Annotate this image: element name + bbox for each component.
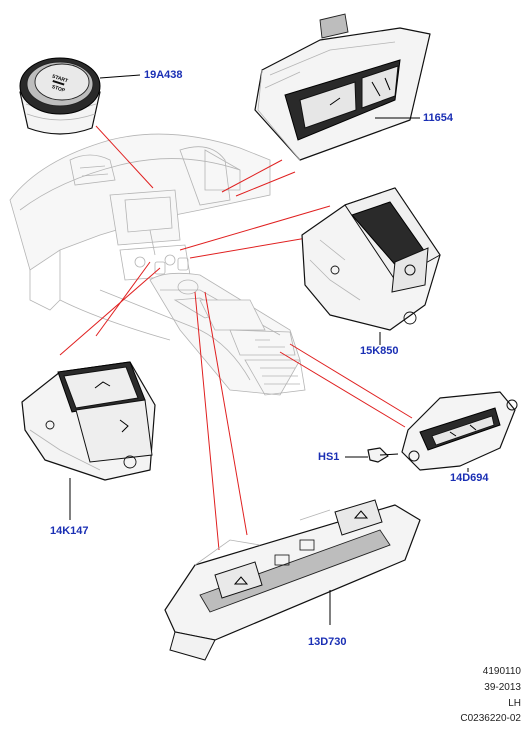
switch-14d694: [401, 391, 518, 471]
switch-pack-11654: [254, 13, 431, 161]
stop-label: STOP: [51, 84, 66, 94]
callout-11654: 11654: [423, 112, 453, 124]
footer-figure-id: C0236220-02: [460, 713, 521, 724]
footer-date-code: 39-2013: [484, 682, 521, 693]
callout-19a438: 19A438: [144, 69, 183, 81]
callout-15k850: 15K850: [360, 345, 399, 357]
switch-pack-13d730: [164, 499, 421, 661]
switch-15k850: [301, 187, 441, 331]
callout-hs1: HS1: [318, 451, 340, 463]
footer-hand: LH: [508, 698, 521, 709]
screw-hs1: [367, 447, 399, 463]
start-stop-switch: START STOP: [19, 57, 101, 135]
leader-lines-red: [59, 125, 413, 551]
callout-14d694: 14D694: [450, 472, 489, 484]
callout-13d730: 13D730: [308, 636, 347, 648]
switch-14k147: [21, 361, 156, 481]
callout-14k147: 14K147: [50, 525, 89, 537]
start-label: START: [51, 74, 68, 85]
footer-doc-number: 4190110: [482, 666, 521, 677]
vehicle-interior-ghost: [9, 133, 306, 396]
